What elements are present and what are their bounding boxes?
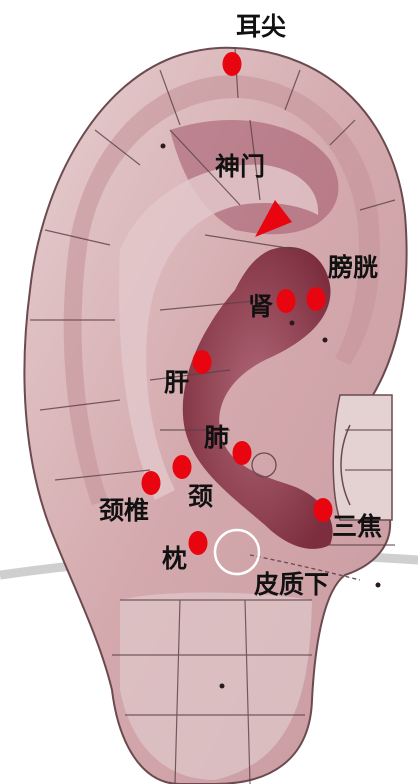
label-ershi: 耳尖 xyxy=(236,14,286,39)
label-jingzhui: 颈椎 xyxy=(99,498,149,523)
label-sanjiao: 三焦 xyxy=(332,514,382,539)
jing-point-marker[interactable] xyxy=(173,455,192,479)
jingzhui-point-marker[interactable] xyxy=(142,471,161,495)
label-pizhixia: 皮质下 xyxy=(254,572,329,597)
fei-point-marker[interactable] xyxy=(233,441,252,465)
label-jing: 颈 xyxy=(188,484,213,509)
gan-point-marker[interactable] xyxy=(193,350,212,374)
label-gan: 肝 xyxy=(164,370,189,395)
tragus xyxy=(333,395,392,520)
label-shenmen: 神门 xyxy=(215,154,265,179)
zhen-point-marker[interactable] xyxy=(189,531,208,555)
sanjiao-point-marker[interactable] xyxy=(314,498,333,522)
label-shen: 肾 xyxy=(248,294,273,319)
label-zhen: 枕 xyxy=(162,546,187,571)
ershi-point-marker[interactable] xyxy=(223,52,242,76)
shen-point-marker[interactable] xyxy=(277,289,296,313)
label-fei: 肺 xyxy=(204,425,229,450)
pangguang-point-marker[interactable] xyxy=(307,287,326,311)
label-pangguang: 膀胱 xyxy=(328,255,378,280)
